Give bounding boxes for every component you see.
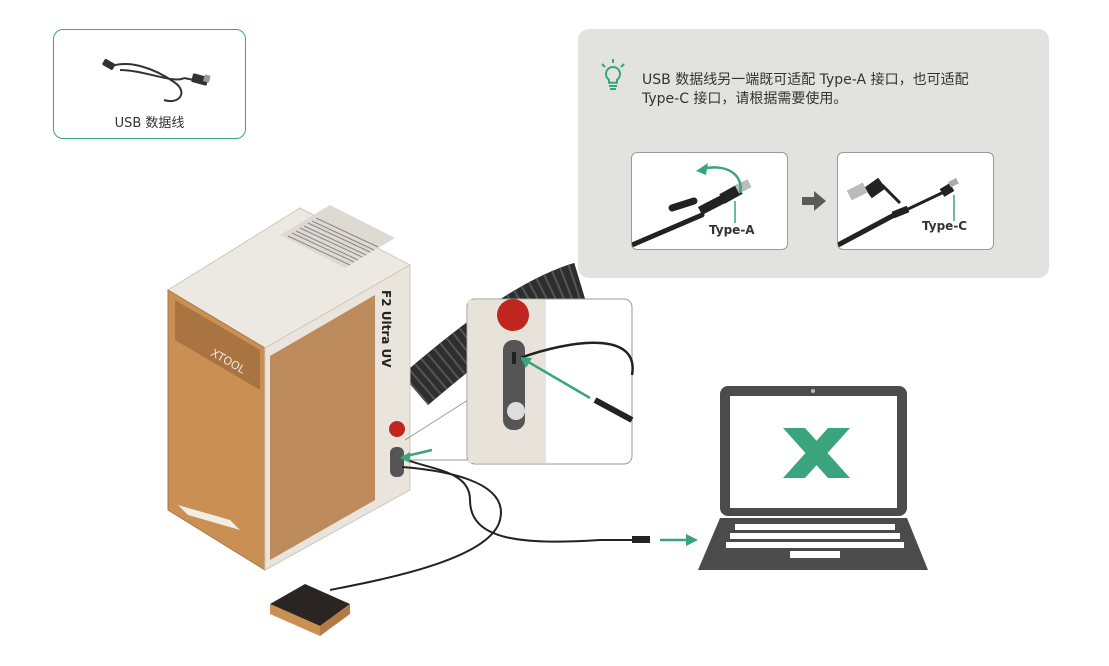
foot-switch (270, 584, 350, 636)
type-c-cable-illustration (838, 177, 959, 248)
emergency-stop-button (389, 421, 405, 437)
usb-cable-route (329, 448, 698, 591)
laptop (698, 386, 928, 570)
tip-text: USB 数据线另一端既可适配 Type-A 接口，也可适配 Type-C 接口，… (642, 71, 1032, 109)
type-a-cable-illustration (632, 163, 752, 248)
type-c-panel: Type-C (837, 152, 994, 250)
usb-cable-card: USB 数据线 (53, 29, 246, 139)
usb-cable-caption: USB 数据线 (114, 116, 185, 131)
xtool-x-logo (783, 428, 850, 478)
type-a-label: Type-A (709, 223, 755, 237)
right-arrow-icon (802, 191, 826, 211)
usb-cable-icon (102, 58, 211, 103)
port-zoom-callout (404, 298, 634, 465)
laser-engraver: XTOOL F2 Ultra UV (167, 205, 412, 571)
lightbulb-icon (601, 59, 625, 90)
tip-box: USB 数据线另一端既可适配 Type-A 接口，也可适配 Type-C 接口，… (578, 29, 1049, 278)
tip-text-line-1: USB 数据线另一端既可适配 Type-A 接口，也可适配 (642, 72, 969, 88)
type-c-label: Type-C (922, 219, 968, 233)
tip-text-line-2: Type-C 接口，请根据需要使用。 (642, 91, 848, 107)
usb-port-panel (390, 447, 404, 477)
type-a-panel: Type-A (631, 152, 788, 250)
device-model-mark: F2 Ultra UV (379, 290, 393, 368)
